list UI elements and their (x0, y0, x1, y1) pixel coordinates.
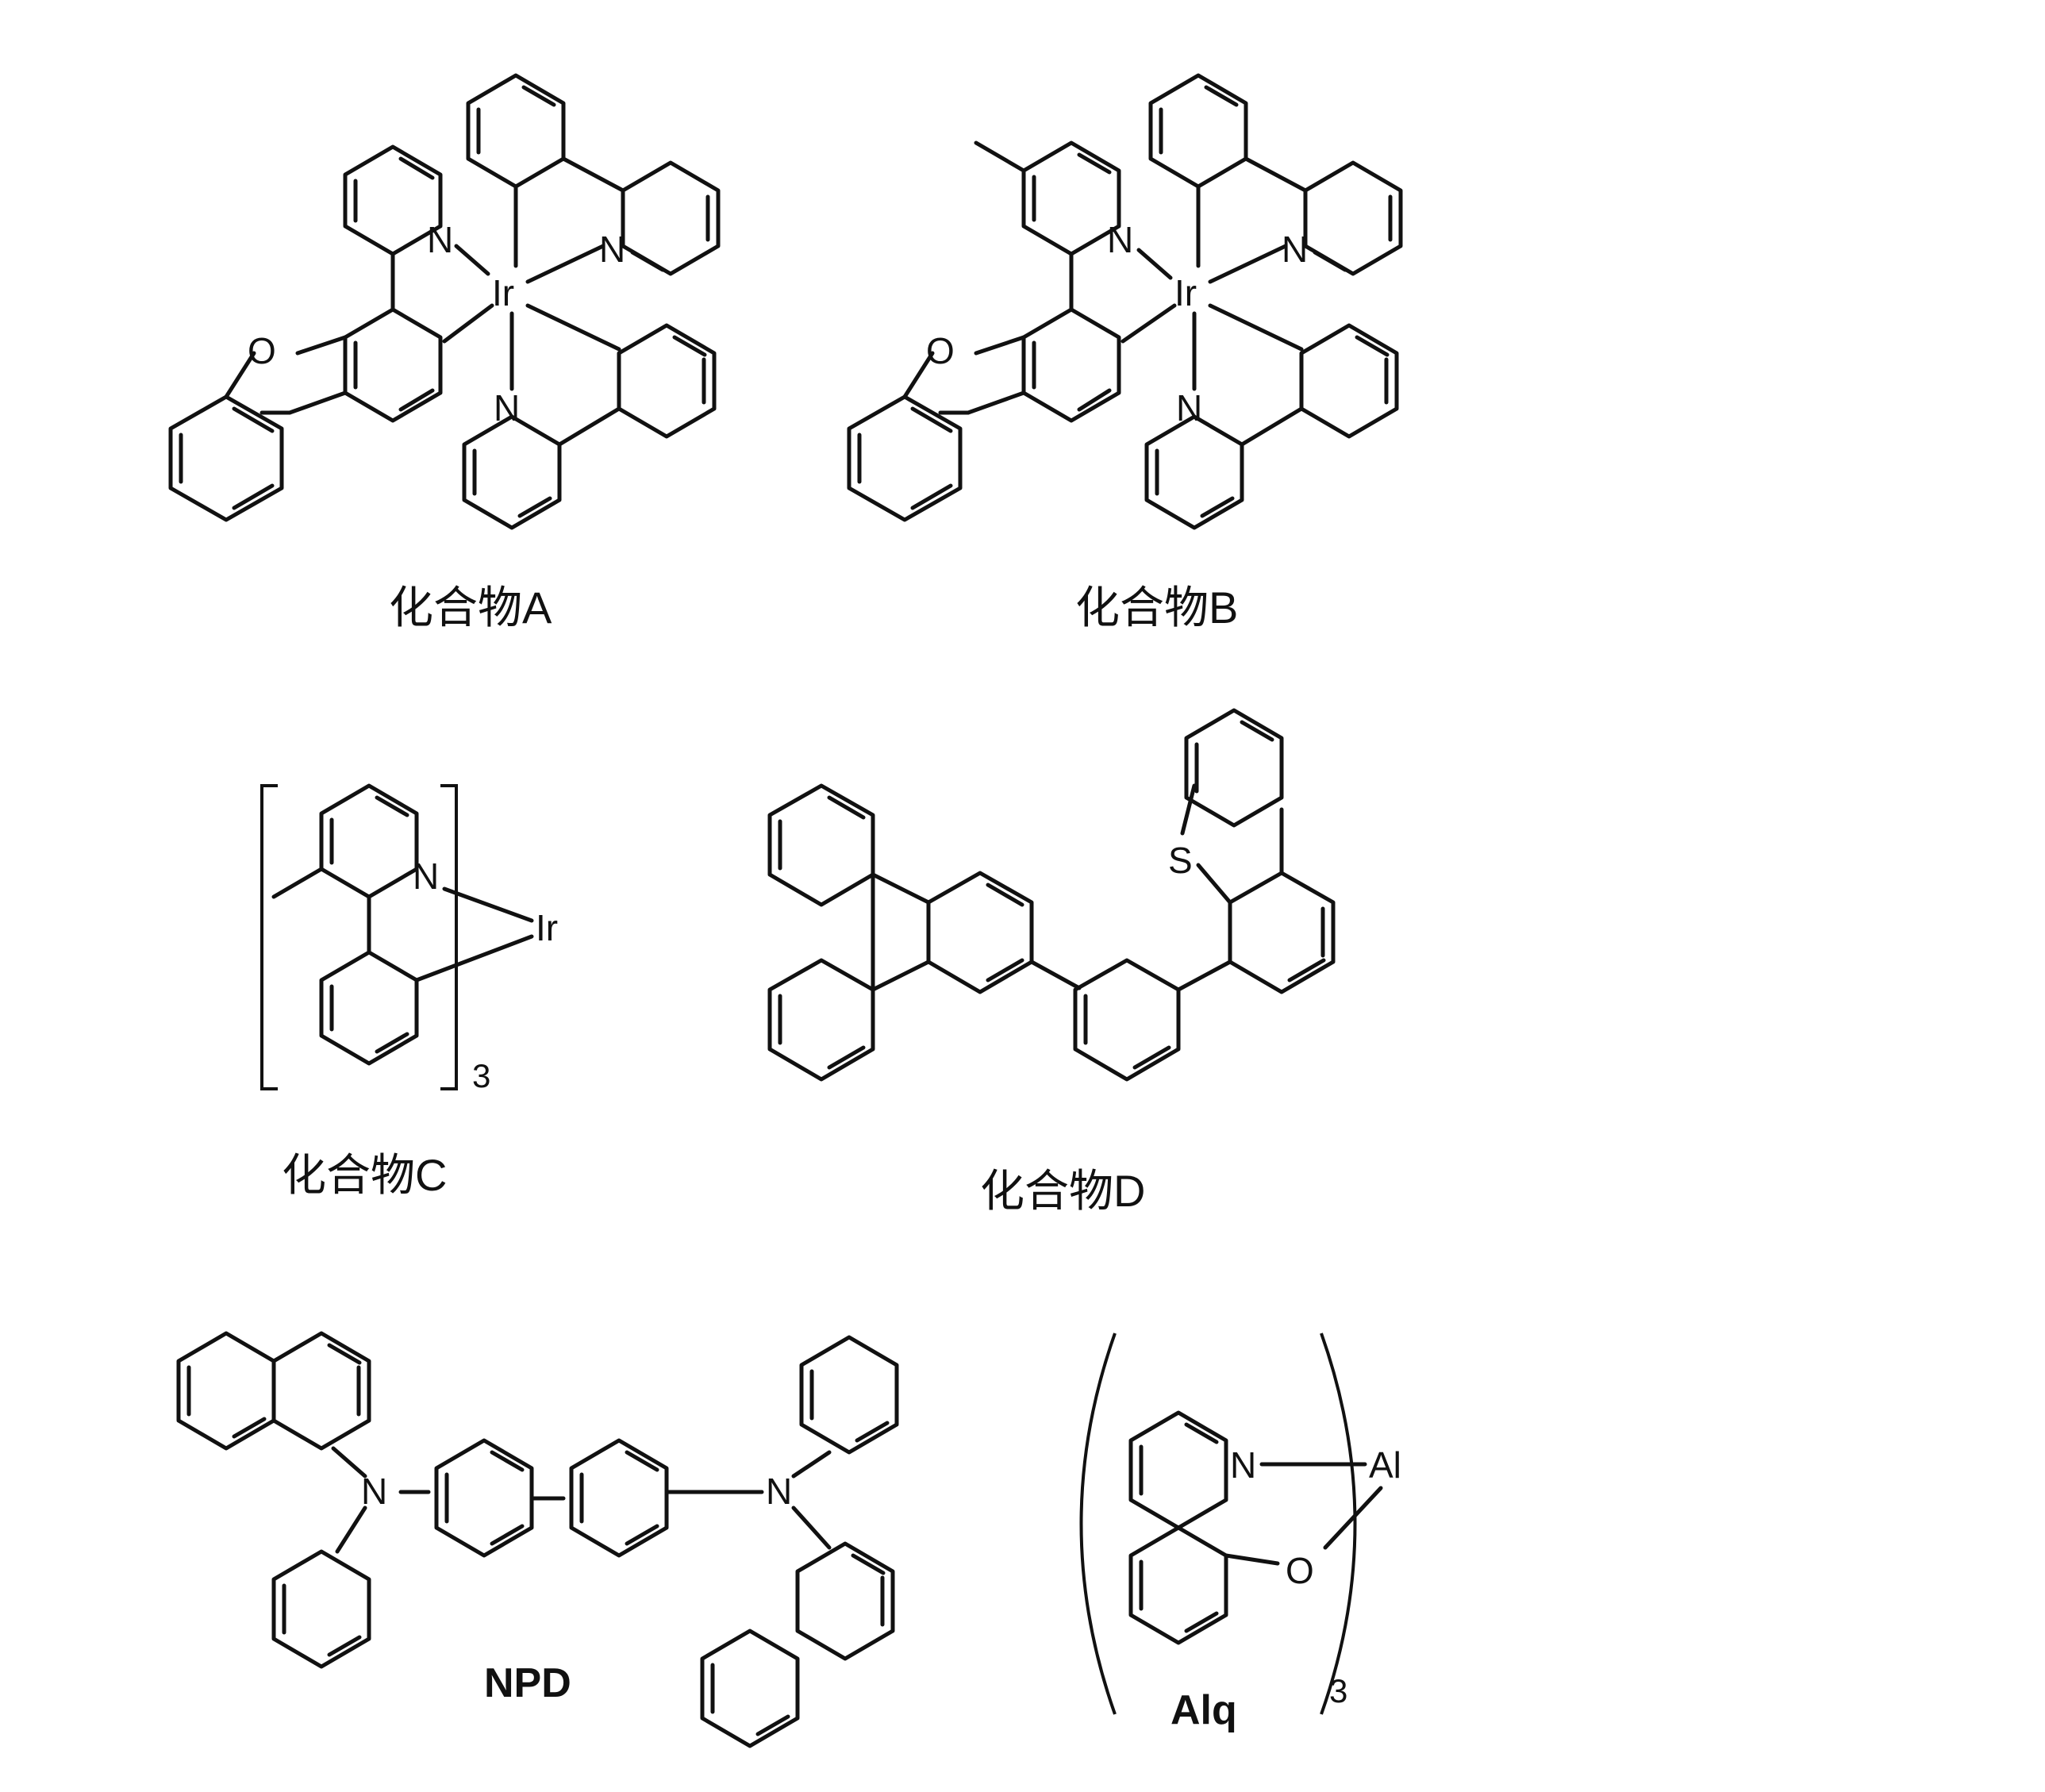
compound-c-ir: Ir (536, 907, 558, 948)
npd-caption: NPD (484, 1660, 571, 1706)
alq-n: N (1230, 1444, 1256, 1486)
alq-al: Al (1369, 1444, 1401, 1486)
alq-caption: Alq (1170, 1687, 1237, 1733)
compound-d-s: S (1168, 840, 1193, 881)
compound-a-n1: N (427, 219, 453, 260)
compound-b: N N Ir O N 化合物B (849, 75, 1401, 633)
compound-c-n: N (413, 856, 439, 897)
compound-a-ir: Ir (492, 272, 514, 313)
compound-alq: N Al O 3 Alq (1082, 1333, 1401, 1733)
compound-b-n2: N (1282, 229, 1308, 270)
compound-c: N Ir 3 化合物C (262, 786, 558, 1200)
compound-npd: N N NPD (179, 1333, 897, 1746)
alq-count: 3 (1329, 1672, 1347, 1709)
compound-b-n3: N (1176, 387, 1202, 429)
compound-b-n1: N (1107, 219, 1133, 260)
compound-c-count: 3 (472, 1057, 490, 1094)
compound-b-caption: 化合物B (1075, 583, 1238, 633)
compound-d: S 化合物D (770, 710, 1333, 1216)
compound-a-o: O (248, 330, 276, 371)
compound-b-ir: Ir (1174, 272, 1197, 313)
compound-a-caption: 化合物A (389, 583, 552, 633)
compound-c-caption: 化合物C (282, 1150, 447, 1200)
npd-n-right: N (766, 1471, 792, 1512)
compound-d-caption: 化合物D (980, 1166, 1145, 1216)
compound-a: N N Ir O N 化合物A (171, 75, 718, 633)
alq-o: O (1286, 1550, 1314, 1591)
compound-a-n2: N (599, 229, 625, 270)
npd-n-left: N (361, 1471, 387, 1512)
compound-a-n3: N (494, 387, 520, 429)
compound-b-o: O (926, 330, 955, 371)
